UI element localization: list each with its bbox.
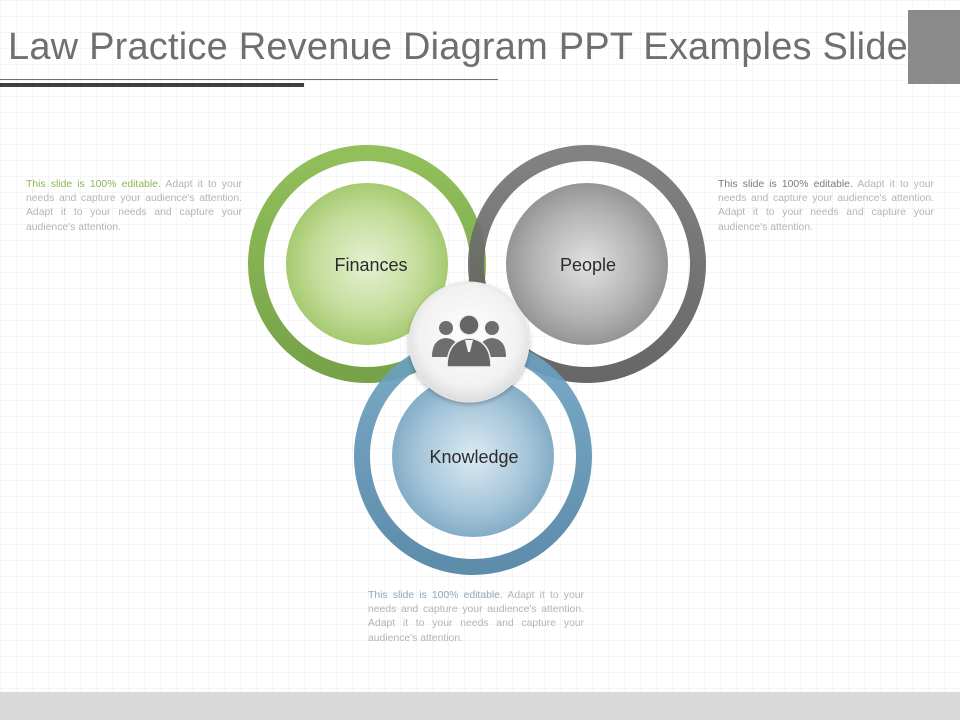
finances-label: Finances xyxy=(334,255,407,275)
title-underline-thick xyxy=(0,83,304,87)
people-note-body: Adapt it to your needs and capture your … xyxy=(718,179,934,233)
knowledge-label: Knowledge xyxy=(429,447,518,467)
knowledge-note: This slide is 100% editable. Adapt it to… xyxy=(368,589,584,646)
finances-disc xyxy=(286,183,448,345)
knowledge-disc xyxy=(392,375,554,537)
people-note: This slide is 100% editable. Adapt it to… xyxy=(718,178,934,235)
corner-accent-block xyxy=(908,10,960,84)
title-underline-thin xyxy=(0,79,498,80)
slide-title: Law Practice Revenue Diagram PPT Example… xyxy=(8,26,928,68)
people-label: People xyxy=(560,255,616,275)
footer-band xyxy=(0,692,960,720)
finances-note-lead: This slide is 100% editable. xyxy=(26,179,161,190)
knowledge-note-body: Adapt it to your needs and capture your … xyxy=(368,590,584,644)
finances-note: This slide is 100% editable. Adapt it to… xyxy=(26,178,242,235)
people-note-lead: This slide is 100% editable. xyxy=(718,179,853,190)
knowledge-note-lead: This slide is 100% editable. xyxy=(368,590,503,601)
people-disc xyxy=(506,183,668,345)
team-people-icon xyxy=(432,314,506,368)
people-ring xyxy=(468,145,706,383)
finances-note-body: Adapt it to your needs and capture your … xyxy=(26,179,242,233)
